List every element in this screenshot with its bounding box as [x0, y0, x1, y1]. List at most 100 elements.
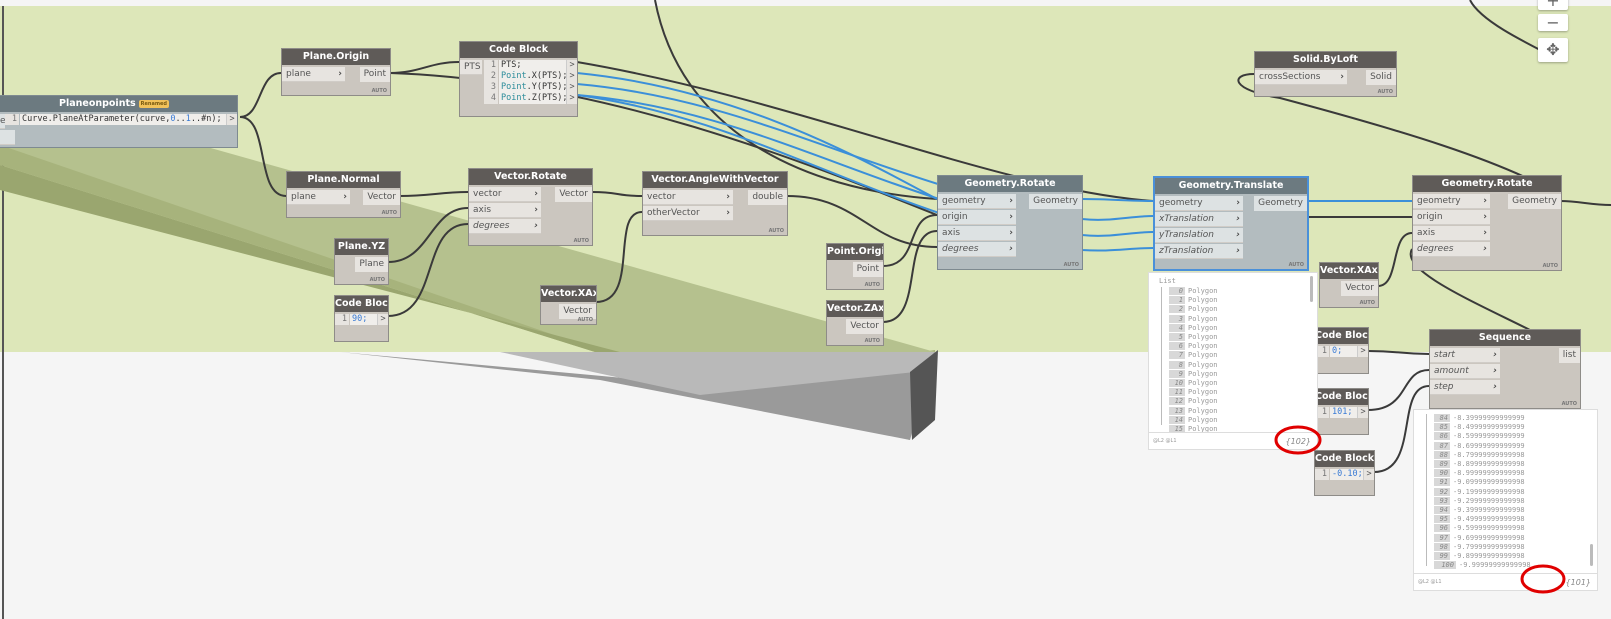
- input-port-amount[interactable]: amount›: [1430, 364, 1500, 379]
- output-port-Point[interactable]: Point: [852, 262, 883, 277]
- output-port-Vector[interactable]: Vector: [559, 304, 596, 319]
- output-port[interactable]: >: [377, 314, 388, 325]
- node-vector-zaxis[interactable]: Vector.ZAxisVectorAUTO: [826, 300, 884, 346]
- node-point-origin[interactable]: Point.OriginPointAUTO: [826, 243, 884, 290]
- code-text[interactable]: -0.10;: [1330, 469, 1363, 480]
- input-port-step[interactable]: step›: [1430, 380, 1500, 395]
- input-port-start[interactable]: start›: [1430, 348, 1500, 363]
- preview-scrollbar[interactable]: [1590, 544, 1593, 566]
- output-port[interactable]: >: [566, 82, 577, 93]
- node-code-block-101[interactable]: Code Block1101;>: [1314, 388, 1369, 435]
- output-port[interactable]: >: [226, 114, 237, 125]
- node-title[interactable]: Plane.Normal: [287, 172, 400, 188]
- node-title[interactable]: Sequence: [1430, 330, 1580, 346]
- input-port-partial[interactable]: e: [0, 114, 6, 129]
- lacing-auto[interactable]: AUTO: [1063, 262, 1079, 268]
- code-text[interactable]: Point.Y(PTS);: [499, 82, 568, 93]
- input-port-zTranslation[interactable]: zTranslation›: [1155, 244, 1243, 259]
- node-title[interactable]: Code Block: [335, 296, 388, 312]
- output-port-Plane[interactable]: Plane: [355, 257, 388, 272]
- output-port-Geometry[interactable]: Geometry: [1254, 196, 1307, 211]
- node-title[interactable]: Solid.ByLoft: [1255, 52, 1396, 68]
- input-port-PTS[interactable]: PTS: [460, 60, 482, 75]
- output-port[interactable]: >: [1363, 469, 1374, 480]
- lacing-auto[interactable]: AUTO: [1359, 300, 1375, 306]
- input-port-axis[interactable]: axis›: [469, 203, 541, 218]
- output-port-Geometry[interactable]: Geometry: [1029, 194, 1082, 209]
- node-geometry-translate[interactable]: Geometry.Translate geometry›xTranslation›…: [1153, 176, 1309, 271]
- input-port-geometry[interactable]: geometry›: [1413, 194, 1490, 209]
- code-text[interactable]: 90;: [350, 314, 377, 325]
- input-port-plane[interactable]: plane›: [287, 190, 350, 205]
- pan-button[interactable]: ✥: [1538, 38, 1568, 62]
- output-port-Solid[interactable]: Solid: [1366, 70, 1396, 85]
- input-port-origin[interactable]: origin›: [1413, 210, 1490, 225]
- input-port-degrees[interactable]: degrees›: [1413, 242, 1490, 257]
- lacing-auto[interactable]: AUTO: [1561, 401, 1577, 407]
- output-port[interactable]: >: [1357, 346, 1368, 357]
- input-port-xTranslation[interactable]: xTranslation›: [1155, 212, 1243, 227]
- input-port-yTranslation[interactable]: yTranslation›: [1155, 228, 1243, 243]
- output-port-Vector[interactable]: Vector: [1341, 281, 1378, 296]
- lacing-auto[interactable]: AUTO: [371, 88, 387, 94]
- output-port-list[interactable]: list: [1558, 348, 1580, 363]
- code-text[interactable]: Point.X(PTS);: [499, 71, 568, 82]
- code-text[interactable]: 0;: [1330, 346, 1357, 357]
- node-vector-xaxis-2[interactable]: Vector.XAxisVectorAUTO: [1319, 262, 1379, 308]
- input-port-stub[interactable]: [0, 130, 15, 145]
- output-port-double[interactable]: double: [748, 190, 787, 205]
- code-text[interactable]: Curve.PlaneAtParameter(curve,0..1..#n);: [20, 114, 226, 125]
- lacing-auto[interactable]: AUTO: [1377, 89, 1393, 95]
- node-title[interactable]: Plane.YZ: [335, 239, 388, 255]
- input-port-axis[interactable]: axis›: [1413, 226, 1490, 241]
- lacing-auto[interactable]: AUTO: [864, 338, 880, 344]
- node-title[interactable]: Code Block: [1315, 451, 1374, 467]
- code-line[interactable]: 1-0.10;>: [1315, 469, 1374, 480]
- node-title[interactable]: Vector.Rotate: [469, 169, 592, 185]
- node-title[interactable]: Geometry.Translate: [1155, 178, 1307, 194]
- output-port-Geometry[interactable]: Geometry: [1508, 194, 1561, 209]
- zoom-out-button[interactable]: −: [1538, 14, 1568, 31]
- output-port[interactable]: >: [1357, 407, 1368, 418]
- input-port-geometry[interactable]: geometry›: [1155, 196, 1243, 211]
- node-geometry-rotate-2[interactable]: Geometry.Rotate geometry›origin›axis›degr…: [1412, 175, 1562, 271]
- lacing-auto[interactable]: AUTO: [381, 210, 397, 216]
- output-port-Vector[interactable]: Vector: [363, 190, 400, 205]
- input-port-crossSections[interactable]: crossSections›: [1255, 70, 1347, 85]
- output-port-Point[interactable]: Point: [359, 67, 390, 82]
- input-port-degrees[interactable]: degrees›: [938, 242, 1016, 257]
- output-port[interactable]: >: [566, 71, 577, 82]
- node-vector-xaxis-1[interactable]: Vector.XAxisVectorAUTO: [540, 285, 597, 325]
- preview-scrollbar[interactable]: [1310, 276, 1313, 302]
- output-port-Vector[interactable]: Vector: [846, 319, 883, 334]
- node-title[interactable]: Point.Origin: [827, 244, 883, 260]
- lacing-auto[interactable]: AUTO: [1542, 263, 1558, 269]
- lacing-auto[interactable]: AUTO: [577, 317, 593, 323]
- node-title[interactable]: Vector.ZAxis: [827, 301, 883, 317]
- node-title[interactable]: Vector.AngleWithVector: [643, 172, 787, 188]
- input-port-origin[interactable]: origin›: [938, 210, 1016, 225]
- input-port-otherVector[interactable]: otherVector›: [643, 206, 733, 221]
- lacing-auto[interactable]: AUTO: [573, 238, 589, 244]
- output-port[interactable]: >: [566, 93, 577, 104]
- output-port-Vector[interactable]: Vector: [555, 187, 592, 202]
- input-port-vector[interactable]: vector›: [469, 187, 541, 202]
- node-title[interactable]: Geometry.Rotate: [1413, 176, 1561, 192]
- node-code-block-90[interactable]: Code Block190;>: [334, 295, 389, 342]
- code-text[interactable]: 101;: [1330, 407, 1357, 418]
- lacing-auto[interactable]: AUTO: [864, 282, 880, 288]
